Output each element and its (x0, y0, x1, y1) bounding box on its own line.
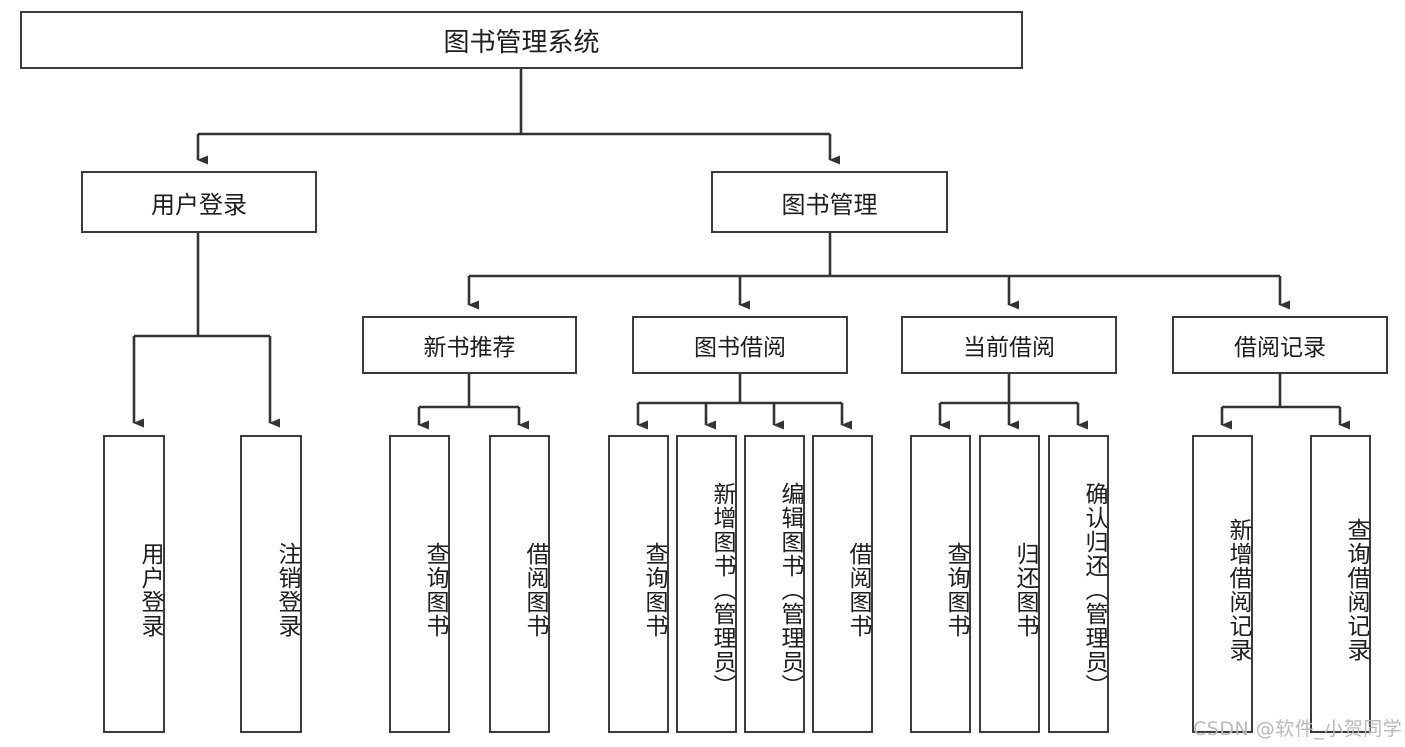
node-leaf-add-record[interactable]: 新增借阅记录 (1192, 435, 1253, 733)
node-user-login-label: 用户登录 (151, 190, 247, 219)
node-leaf-borrow-book-b[interactable]: 借阅图书 (812, 435, 873, 733)
node-leaf-confirm-return-label: 确认归还（管理员） (1081, 482, 1107, 698)
node-leaf-query-book-b-label: 查询图书 (641, 542, 667, 638)
node-borrow-record[interactable]: 借阅记录 (1172, 316, 1388, 374)
node-leaf-return-book-label: 归还图书 (1012, 542, 1038, 638)
node-leaf-query-book-b[interactable]: 查询图书 (608, 435, 669, 733)
node-leaf-query-book-a-label: 查询图书 (422, 542, 448, 638)
node-leaf-query-record-label: 查询借阅记录 (1343, 518, 1369, 662)
node-leaf-query-record[interactable]: 查询借阅记录 (1310, 435, 1371, 733)
node-book-manage[interactable]: 图书管理 (711, 171, 948, 233)
node-leaf-query-book-a[interactable]: 查询图书 (389, 435, 450, 733)
node-leaf-borrow-book-a-label: 借阅图书 (522, 542, 548, 638)
node-leaf-confirm-return[interactable]: 确认归还（管理员） (1048, 435, 1109, 733)
node-new-book-rec-label: 新书推荐 (423, 335, 516, 361)
node-book-borrow-label: 图书借阅 (694, 335, 786, 361)
node-new-book-rec[interactable]: 新书推荐 (362, 316, 577, 374)
node-leaf-edit-book-label: 编辑图书（管理员） (777, 482, 803, 698)
node-leaf-add-record-label: 新增借阅记录 (1225, 518, 1251, 662)
node-current-borrow[interactable]: 当前借阅 (901, 316, 1117, 374)
node-leaf-user-login[interactable]: 用户登录 (103, 435, 165, 733)
node-leaf-add-book[interactable]: 新增图书（管理员） (676, 435, 737, 733)
node-leaf-borrow-book-b-label: 借阅图书 (845, 542, 871, 638)
node-book-borrow[interactable]: 图书借阅 (632, 316, 848, 374)
node-leaf-user-login-label: 用户登录 (137, 542, 163, 638)
node-leaf-query-book-c-label: 查询图书 (943, 542, 969, 638)
node-leaf-borrow-book-a[interactable]: 借阅图书 (489, 435, 550, 733)
node-root[interactable]: 图书管理系统 (20, 11, 1023, 69)
node-leaf-logout[interactable]: 注销登录 (240, 435, 302, 733)
node-borrow-record-label: 借阅记录 (1234, 335, 1326, 361)
node-current-borrow-label: 当前借阅 (963, 335, 1055, 361)
node-book-manage-label: 图书管理 (781, 190, 878, 219)
node-leaf-query-book-c[interactable]: 查询图书 (910, 435, 971, 733)
node-leaf-logout-label: 注销登录 (274, 542, 300, 638)
node-leaf-edit-book[interactable]: 编辑图书（管理员） (744, 435, 805, 733)
csdn-watermark: CSDN @软件_小贺同学 (1193, 718, 1403, 740)
node-user-login[interactable]: 用户登录 (81, 171, 317, 233)
node-leaf-add-book-label: 新增图书（管理员） (709, 482, 735, 698)
node-root-label: 图书管理系统 (443, 27, 600, 58)
node-leaf-return-book[interactable]: 归还图书 (979, 435, 1040, 733)
